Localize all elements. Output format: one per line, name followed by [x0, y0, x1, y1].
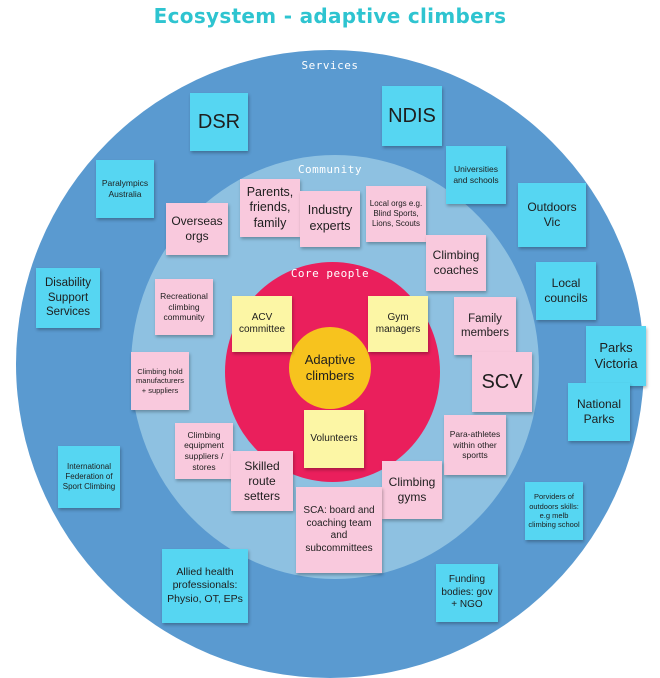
note-climbing-equipment-suppliers[interactable]: Climbing equipment suppliers / stores — [175, 423, 233, 479]
note-international-federation[interactable]: International Federation of Sport Climbi… — [58, 446, 120, 508]
note-climbing-gyms[interactable]: Climbing gyms — [382, 461, 442, 519]
note-skilled-route-setters[interactable]: Skilled route setters — [231, 451, 293, 511]
note-climbing-hold-manufacturers[interactable]: Climbing hold manufacturers + suppliers — [131, 352, 189, 410]
note-acv-committee[interactable]: ACV committee — [232, 296, 292, 352]
note-volunteers[interactable]: Volunteers — [304, 410, 364, 468]
services-ring-label: Services — [301, 59, 359, 72]
note-disability-support-services[interactable]: Disability Support Services — [36, 268, 100, 328]
note-outdoors-vic[interactable]: Outdoors Vic — [518, 183, 586, 247]
note-parents-friends-family[interactable]: Parents, friends, family — [240, 179, 300, 237]
note-recreational-climbing-community[interactable]: Recreational climbing community — [155, 279, 213, 335]
note-national-parks[interactable]: National Parks — [568, 383, 630, 441]
note-local-councils[interactable]: Local councils — [536, 262, 596, 320]
adaptive-climbers-label: Adaptive climbers — [304, 351, 356, 383]
note-gym-managers[interactable]: Gym managers — [368, 296, 428, 352]
note-family-members[interactable]: Family members — [454, 297, 516, 355]
note-paralympics-australia[interactable]: Paralympics Australia — [96, 160, 154, 218]
adaptive-climbers-circle — [289, 327, 371, 409]
note-overseas-orgs[interactable]: Overseas orgs — [166, 203, 228, 255]
note-parks-victoria[interactable]: Parks Victoria — [586, 326, 646, 386]
note-universities-schools[interactable]: Universities and schools — [446, 146, 506, 204]
note-allied-health[interactable]: Allied health professionals: Physio, OT,… — [162, 549, 248, 623]
note-ndis[interactable]: NDIS — [382, 86, 442, 146]
community-ring-label: Community — [297, 163, 363, 176]
note-funding-bodies[interactable]: Funding bodies: gov + NGO — [436, 564, 498, 622]
note-local-orgs[interactable]: Local orgs e.g. Blind Sports, Lions, Sco… — [366, 186, 426, 242]
note-dsr[interactable]: DSR — [190, 93, 248, 151]
note-scv[interactable]: SCV — [472, 352, 532, 412]
core-people-ring-label: Core people — [290, 267, 370, 280]
note-climbing-coaches[interactable]: Climbing coaches — [426, 235, 486, 291]
note-para-athletes[interactable]: Para-athletes within other sportts — [444, 415, 506, 475]
note-outdoor-skills-providers[interactable]: Porviders of outdoors skills: e.g melb c… — [525, 482, 583, 540]
note-industry-experts[interactable]: Industry experts — [300, 191, 360, 247]
note-sca-board[interactable]: SCA: board and coaching team and subcomm… — [296, 487, 382, 573]
page-title: Ecosystem - adaptive climbers — [153, 4, 507, 28]
